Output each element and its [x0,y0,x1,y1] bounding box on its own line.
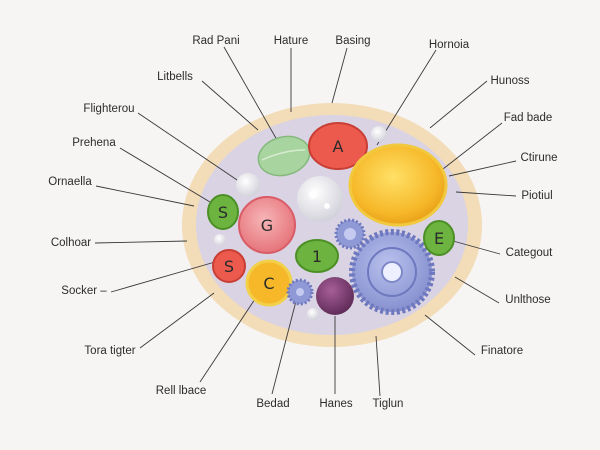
organelle-t [295,239,339,273]
blue-gear-large-ring [367,247,417,297]
leader-line [95,185,195,207]
organelle-a-letter: A [333,137,344,156]
label-ornaella: Ornaella [48,176,92,188]
label-ctirune: Ctirune [520,152,557,164]
organelle-s-green [207,194,239,230]
mint-organelle-vein [261,149,306,161]
yellow-nucleus [348,143,448,227]
label-hature: Hature [274,35,309,47]
organelle-s-red [212,249,246,283]
leader-line [454,276,500,304]
leader-line [271,300,297,395]
label-basing: Basing [335,35,370,47]
organelles: A S G E 1 S C [207,122,455,320]
organelle-g-letter: G [261,216,273,235]
blue-gear-small-core [344,228,356,240]
label-prehena: Prehena [72,137,116,149]
label-tiglun: Tiglun [373,398,404,410]
leader-line [137,112,244,185]
label-fad-bade: Fad bade [504,112,553,124]
label-rell-lbace: Rell lbace [156,385,207,397]
vesicle [214,234,226,246]
label-piotiul: Piotiul [521,190,552,202]
white-vacuole-spot [324,203,330,209]
leader-line [448,160,517,177]
leader-line [201,80,259,131]
organelle-c [245,259,293,307]
labels: Rad Pani Hature Basing Hornoia Litbells … [48,35,557,410]
leader-line [452,240,501,255]
leader-line [376,49,437,146]
leader-line [223,46,278,141]
leader-line [331,47,348,104]
leader-line [199,298,256,383]
blue-gear-tiny-core [296,288,304,296]
organelle-s-red-letter: S [224,257,234,276]
leader-line [455,191,517,197]
label-rad-pani: Rad Pani [192,35,239,47]
label-unlthose: Unlthose [505,294,550,306]
blue-gear-large-core [381,261,403,283]
vesicle [371,126,387,142]
purple-organelle [316,277,354,315]
organelle-c-letter: C [263,274,274,293]
label-litbells: Litbells [157,71,193,83]
leader-line [94,240,188,244]
organelle-e [423,220,455,256]
leader-line [424,314,476,356]
label-bedad: Bedad [256,398,289,410]
organelle-s-green-letter: S [218,203,228,222]
label-categout: Categout [506,247,553,259]
label-socker: Socker – [61,285,107,297]
leader-lines [94,46,517,397]
leader-line [433,122,503,177]
label-tora-tigter: Tora tigter [84,345,135,357]
organelle-g [238,196,296,254]
white-vacuole-spot [309,191,317,199]
label-hornoia: Hornoia [429,39,470,51]
organelle-e-letter: E [434,229,444,248]
label-colhoar: Colhoar [51,237,91,249]
label-hanes: Hanes [319,398,352,410]
label-finatore: Finatore [481,345,523,357]
vesicle [236,173,260,197]
label-hunoss: Hunoss [491,75,530,87]
leader-line [375,335,381,397]
leader-line [119,147,221,209]
label-flighterou: Flighterou [83,103,134,115]
leader-line [429,80,488,129]
organelle-a [308,122,368,170]
organelle-t-letter: 1 [312,247,322,266]
white-vacuole [297,176,343,222]
leader-line [139,292,215,349]
leader-line [110,261,216,293]
vesicle [307,308,319,320]
